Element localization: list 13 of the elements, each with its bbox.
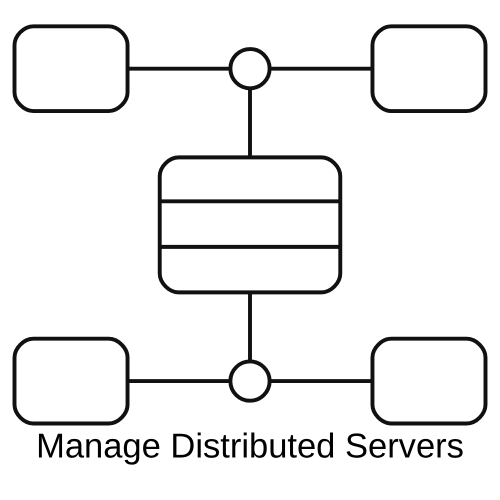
node-monitor [12, 24, 130, 114]
node-circle [228, 360, 272, 403]
node-monitor [12, 336, 130, 426]
connector [270, 379, 372, 384]
connector [128, 379, 230, 384]
connector [128, 66, 230, 71]
diagram-title: Manage Distributed Servers [36, 427, 464, 466]
node-circle [228, 47, 272, 90]
connector [248, 88, 252, 158]
connector [270, 66, 372, 71]
node-monitor [370, 24, 488, 114]
node-monitor [370, 336, 488, 426]
connector [248, 292, 252, 361]
